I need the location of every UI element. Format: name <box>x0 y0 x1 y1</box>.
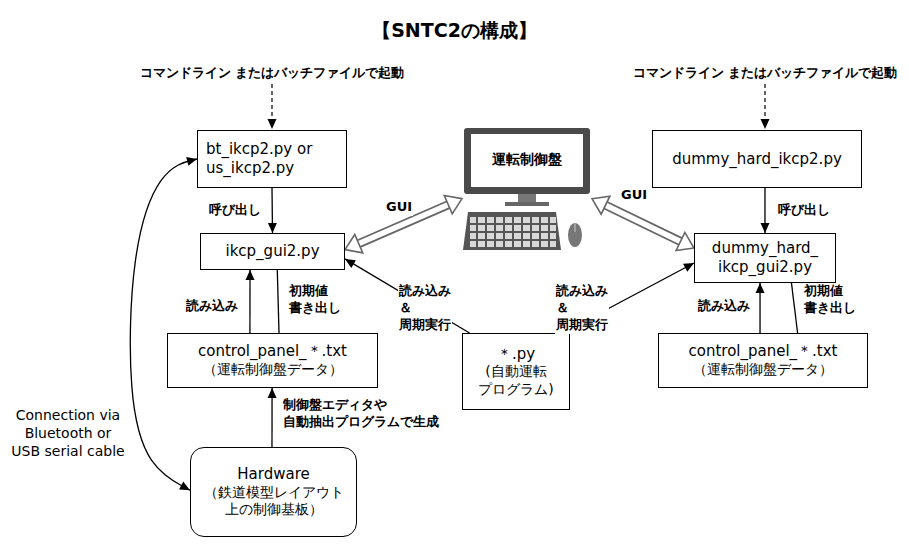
connector <box>592 196 694 250</box>
arrowhead <box>676 232 694 250</box>
file-box: ikcp_gui2.py <box>200 233 345 270</box>
connector <box>246 270 255 333</box>
launch-note: コマンドライン またはバッチファイルで起動 <box>140 64 405 82</box>
edge-label: GUI <box>620 187 648 204</box>
edge-label: 制御盤エディタや 自動抽出プログラムで生成 <box>282 397 440 431</box>
edge-label: 呼び出し <box>208 202 262 219</box>
edge-label: 初期値 書き出し <box>288 283 342 317</box>
edge-label: GUI <box>385 199 413 216</box>
connector-line <box>130 159 197 490</box>
arrowhead <box>186 157 197 166</box>
file-box: control_panel_＊.txt（運転制御盤データ） <box>658 333 868 388</box>
edge-label: 読み込み ＆周期実行 <box>398 283 452 334</box>
arrowhead <box>179 482 190 491</box>
edge-label: 読み込み <box>697 298 751 315</box>
file-box: control_panel_＊.txt（運転制御盤データ） <box>167 333 378 388</box>
gui-arrow-body <box>605 205 682 242</box>
connector <box>345 259 470 333</box>
connector <box>756 283 765 333</box>
node-body: （運転制御盤データ） <box>203 361 343 379</box>
arrowhead <box>444 196 462 214</box>
file-box: bt_ikcp2.py or us_ikcp2.py <box>197 130 347 188</box>
gui-arrow-outline <box>605 205 682 242</box>
node-body: (自動運転 プログラム) <box>478 363 553 398</box>
arrowhead <box>268 223 277 233</box>
arrowhead <box>345 259 356 268</box>
node-title: ＊.py <box>497 345 535 364</box>
connector <box>345 196 462 253</box>
node-title: Hardware <box>237 465 309 484</box>
arrowhead <box>683 263 694 272</box>
node-title: dummy_hard_ikcp2.py <box>672 150 842 169</box>
node-title: ikcp_gui2.py <box>225 242 319 261</box>
control-panel-monitor: 運転制御盤 <box>462 128 592 252</box>
edge-label: 読み込み ＆周期実行 <box>555 283 609 334</box>
arrowhead <box>760 223 769 233</box>
file-box: dummy_hard_ikcp2.py <box>652 130 862 188</box>
edge-label: 読み込み <box>185 298 239 315</box>
arrowhead <box>268 388 277 398</box>
node-title: 運転制御盤 <box>492 151 562 169</box>
dashed-arrow <box>761 84 770 129</box>
node-title: control_panel_＊.txt <box>198 342 347 361</box>
computer-illustration <box>463 128 590 250</box>
file-box: ＊.py(自動運転 プログラム) <box>462 333 570 410</box>
node-title: bt_ikcp2.py or us_ikcp2.py <box>206 140 338 178</box>
diagram-title: 【SNTC2の構成】 <box>372 18 537 44</box>
launch-note: コマンドライン またはバッチファイルで起動 <box>633 64 898 82</box>
arrowhead <box>756 283 765 293</box>
arrowhead <box>246 270 255 280</box>
node-body: （鉄道模型レイアウト 上の制御基板） <box>204 484 344 519</box>
node-body: （運転制御盤データ） <box>693 361 833 379</box>
dashed-arrow <box>268 84 277 129</box>
edge-label: 呼び出し <box>777 202 831 219</box>
connector <box>268 188 277 233</box>
edge-label: Connection via Bluetooth or USB serial c… <box>10 406 126 461</box>
node-title: control_panel_＊.txt <box>688 342 837 361</box>
node-title: dummy_hard_ ikcp_gui2.py <box>703 239 827 277</box>
connector <box>760 188 769 233</box>
connector-line <box>345 259 470 333</box>
hardware-box: Hardware（鉄道模型レイアウト 上の制御基板） <box>190 447 357 537</box>
connector <box>268 388 277 447</box>
edge-label: 初期値 書き出し <box>803 283 857 317</box>
arrowhead <box>592 196 610 214</box>
file-box: dummy_hard_ ikcp_gui2.py <box>694 233 836 283</box>
arrowhead <box>345 234 363 252</box>
connector <box>130 157 197 490</box>
